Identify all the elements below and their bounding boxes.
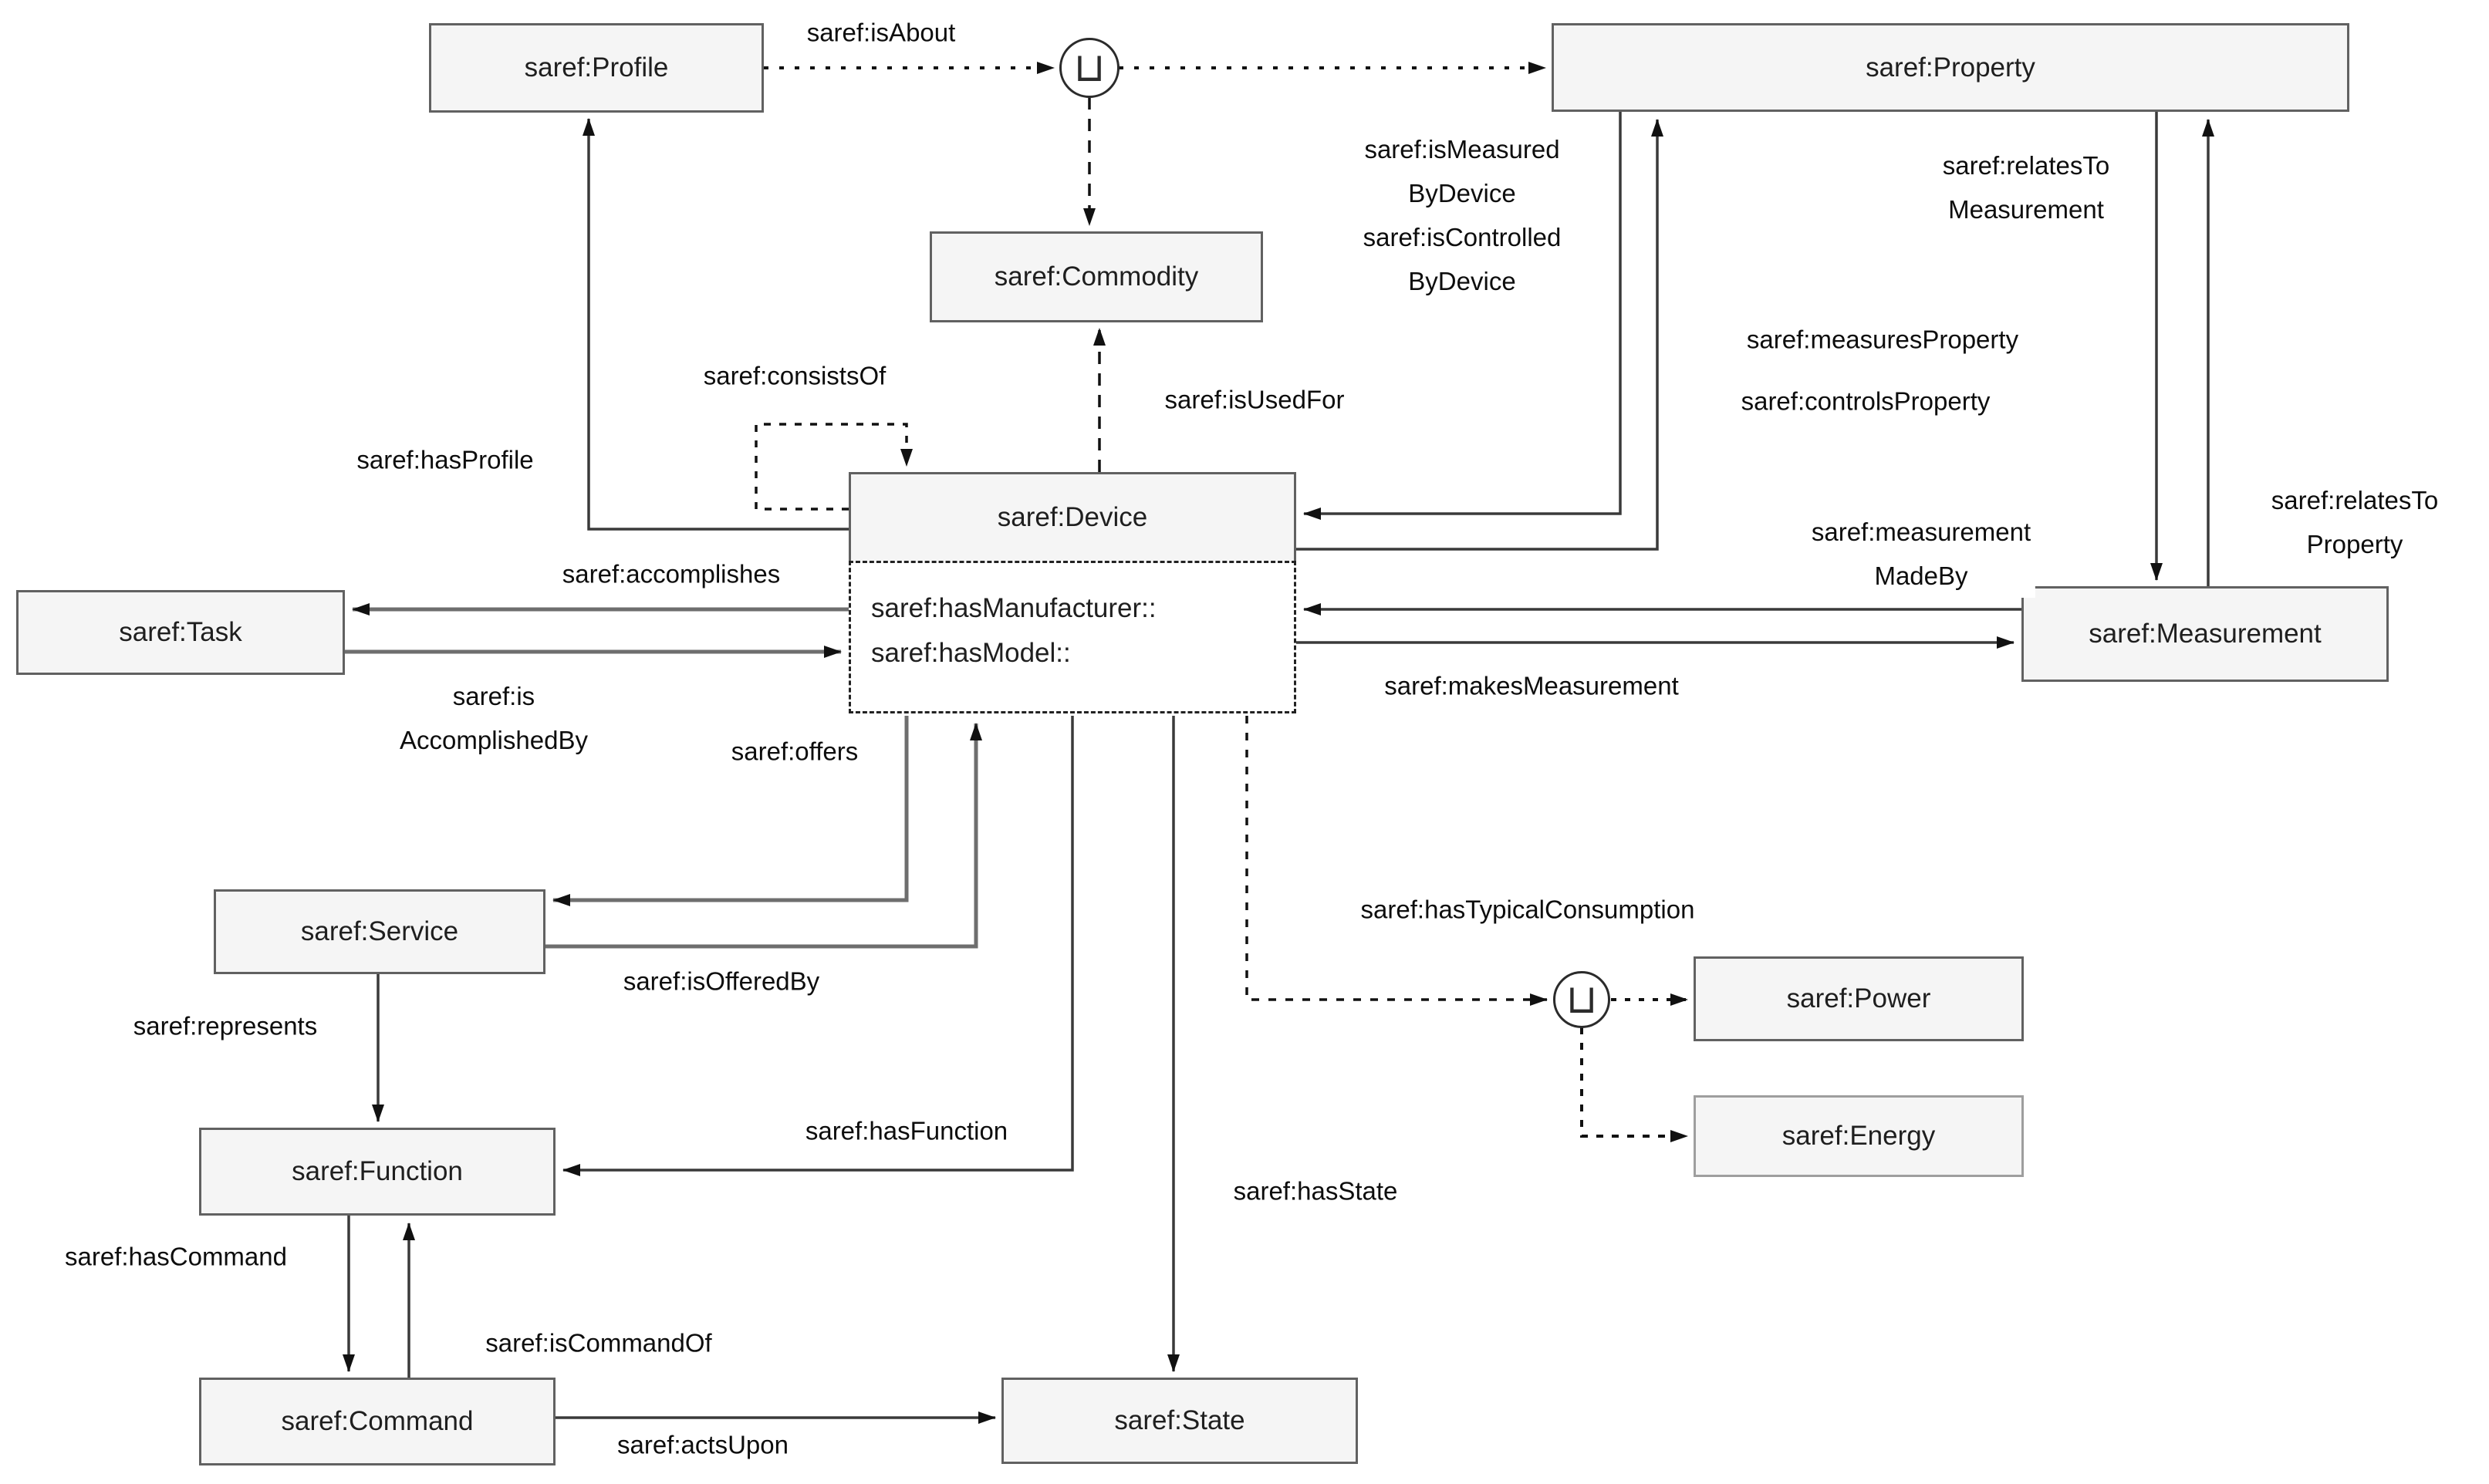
node-command: saref:Command [199,1378,556,1465]
edge-label-isUsedFor: saref:isUsedFor [1160,377,1349,422]
union-of-circle-isAbout: ⊔ [1059,38,1120,98]
node-task: saref:Task [16,590,345,675]
edge-consistsOf-icon [755,423,913,511]
edge-label-measuresProperty: saref:measuresProperty [1741,317,2024,362]
edge-label-line: saref:isControlled [1363,223,1562,251]
node-device: saref:Device saref:hasManufacturer:: sar… [849,472,1296,713]
edge-label-measurementMadeBy: saref:measurement MadeBy [1806,510,2036,598]
node-profile: saref:Profile [429,23,764,113]
edge-label-line: saref:measurement [1811,518,2031,546]
edge-label-offers: saref:offers [726,729,863,774]
edge-label-isAbout: saref:isAbout [802,10,961,55]
edge-label-line: saref:is [452,682,535,710]
edge-label-line: saref:relatesTo [1942,151,2110,180]
device-attribute-hasModel: saref:hasModel:: [871,638,1071,668]
edge-label-relatesToProperty: saref:relatesTo Property [2266,478,2443,566]
edge-union-to-energy-icon [1580,1027,1688,1142]
edge-label-hasCommand: saref:hasCommand [60,1234,292,1279]
edge-label-line: ByDevice [1408,267,1516,295]
edge-label-line: saref:isMeasured [1364,135,1560,164]
node-state: saref:State [1001,1378,1358,1464]
node-device-attributes: saref:hasManufacturer:: saref:hasModel:: [849,561,1296,713]
edge-label-hasTypicalConsumption: saref:hasTypicalConsumption [1356,887,1700,932]
node-property: saref:Property [1552,23,2349,112]
edge-label-isMeasuredByDevice: saref:isMeasured ByDevice [1359,127,1565,215]
device-attribute-hasManufacturer: saref:hasManufacturer:: [871,593,1157,623]
edge-label-makesMeasurement: saref:makesMeasurement [1380,663,1684,708]
edge-measuresControlsProperty-icon [1296,119,1663,551]
node-function: saref:Function [199,1128,556,1216]
node-energy: saref:Energy [1694,1095,2024,1177]
edge-label-isOfferedBy: saref:isOfferedBy [618,959,825,1003]
edge-label-accomplishes: saref:accomplishes [557,551,785,596]
union-of-circle-consumption: ⊔ [1553,971,1610,1028]
edge-label-controlsProperty: saref:controlsProperty [1736,379,1995,423]
edge-label-line: Property [2306,530,2403,558]
edge-label-line: ByDevice [1408,179,1516,207]
edge-hasTypicalConsumption-icon [1245,716,1548,1006]
edge-hasFunction-icon [562,716,1074,1176]
edge-label-isCommandOf: saref:isCommandOf [481,1320,717,1365]
edge-label-represents: saref:represents [128,1003,323,1048]
edge-label-hasProfile: saref:hasProfile [352,437,539,482]
edge-label-consistsOf: saref:consistsOf [698,353,891,398]
edge-label-actsUpon: saref:actsUpon [613,1422,793,1467]
edge-label-line: Measurement [1948,195,2104,224]
edge-isMeasuredControlledByDevice-icon [1303,112,1622,520]
edge-label-relatesToMeasurement: saref:relatesTo Measurement [1937,143,2115,231]
edge-label-hasFunction: saref:hasFunction [800,1108,1013,1153]
edge-offers-icon [552,716,909,906]
edge-label-isControlledByDevice: saref:isControlled ByDevice [1358,215,1566,303]
union-operator-icon: ⊔ [1565,977,1598,1022]
union-operator-icon: ⊔ [1073,46,1106,90]
edge-label-line: saref:relatesTo [2271,486,2439,514]
edge-label-hasState: saref:hasState [1228,1169,1403,1213]
edge-label-line: AccomplishedBy [400,726,588,754]
node-device-title: saref:Device [849,472,1296,563]
node-commodity: saref:Commodity [930,231,1263,322]
node-measurement: saref:Measurement [2021,586,2389,682]
edge-label-line: MadeBy [1874,562,1968,590]
edge-label-isAccomplishedBy: saref:is AccomplishedBy [395,674,593,762]
edge-isOfferedBy-icon [545,723,982,949]
node-power: saref:Power [1694,956,2024,1041]
edge-hasProfile-icon [583,118,849,531]
node-service: saref:Service [214,889,545,974]
